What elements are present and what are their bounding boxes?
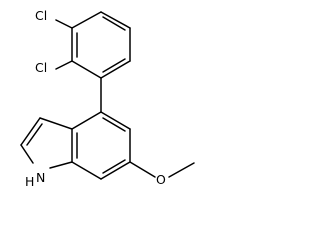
atom-label-n: N <box>36 170 45 185</box>
atom-label-cl-upper: Cl <box>35 8 47 23</box>
pyrrole-ring <box>20 117 73 169</box>
bond <box>100 161 131 180</box>
double-bond-inner <box>102 58 126 73</box>
bond <box>100 11 131 29</box>
dichlorophenyl-ring <box>71 11 131 79</box>
bond <box>100 60 131 79</box>
bond <box>71 60 102 79</box>
bond-o-methyl <box>168 162 195 178</box>
double-bond-inner <box>102 16 126 31</box>
double-bond-inner <box>102 117 126 132</box>
indole-benzene-ring <box>71 111 131 180</box>
bond <box>71 161 102 180</box>
bond <box>71 111 102 130</box>
chemical-structure: Cl Cl H N O <box>20 8 195 189</box>
bond <box>20 117 41 146</box>
bond <box>39 117 73 130</box>
bond <box>20 144 34 164</box>
atom-label-h: H <box>25 174 34 189</box>
bond <box>71 11 102 29</box>
atom-label-cl-lower: Cl <box>35 60 47 75</box>
bond <box>100 111 131 130</box>
bond-c-o <box>129 161 156 178</box>
bond <box>49 161 73 169</box>
atom-label-o: O <box>156 172 166 187</box>
double-bond-inner <box>102 159 126 174</box>
bond-cl-lower <box>55 60 73 70</box>
double-bond-inner <box>26 123 43 146</box>
bond-cl-upper <box>55 19 73 29</box>
